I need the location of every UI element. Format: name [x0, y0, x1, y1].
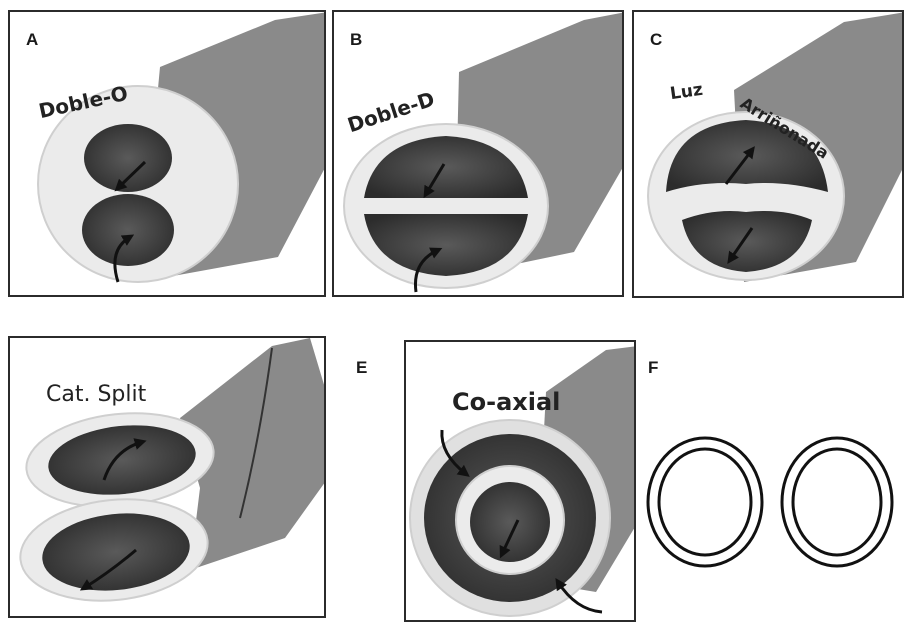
panel-e-coaxial: Co-axial — [404, 340, 636, 622]
panel-f-letter: F — [648, 358, 658, 378]
panel-a-letter: A — [26, 30, 38, 50]
panel-b-letter: B — [350, 30, 362, 50]
double-ring-diagram — [636, 340, 907, 622]
panel-e-title: Co-axial — [452, 388, 560, 416]
panel-f-rings: F — [636, 340, 907, 622]
panel-c-letter: C — [650, 30, 662, 50]
panel-d-title: Cat. Split — [46, 382, 146, 407]
panel-b-double-d: B Doble-D — [332, 10, 624, 297]
panel-e-letter: E — [356, 358, 367, 378]
double-o-catheter-illustration — [10, 12, 326, 297]
kidney-lumen-catheter-illustration — [634, 12, 904, 298]
left-double-ring — [648, 438, 762, 566]
panel-c-kidney-lumen: C Luz Arriñonada — [632, 10, 904, 298]
panel-d-split-catheter: Cat. Split — [8, 336, 326, 618]
right-double-ring — [782, 438, 892, 566]
panel-a-double-o: A Doble-O — [8, 10, 326, 297]
split-catheter-illustration — [10, 338, 326, 618]
coaxial-catheter-illustration — [406, 342, 636, 622]
double-d-catheter-illustration — [334, 12, 624, 297]
